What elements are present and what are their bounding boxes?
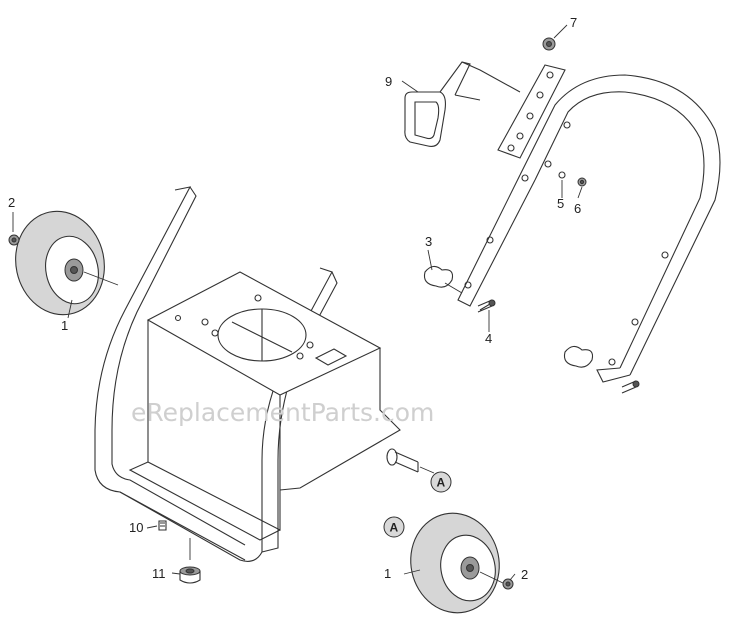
- bolt-10: [158, 520, 167, 531]
- callout-1-left: 1: [61, 318, 68, 333]
- callout-4: 4: [485, 331, 492, 346]
- wheel-left: [15, 210, 119, 316]
- ref-marker-a-axle: A: [430, 471, 452, 493]
- watermark-text: eReplacementParts.com: [131, 398, 434, 427]
- callout-6: 6: [574, 201, 581, 216]
- hose-hook: [404, 61, 521, 147]
- washer-5: [544, 160, 566, 179]
- nut-left: [8, 234, 20, 246]
- nut-right: [502, 578, 514, 590]
- ref-letter-a-wheel: A: [390, 521, 399, 535]
- knob-right: [563, 345, 594, 368]
- nut-6: [577, 177, 587, 187]
- callout-2-left: 2: [8, 195, 15, 210]
- callout-2-right: 2: [521, 567, 528, 582]
- support-bracket: [497, 64, 566, 159]
- knob-7: [542, 37, 556, 51]
- screw-left: [477, 299, 496, 313]
- ref-letter-a-axle: A: [437, 476, 446, 490]
- screw-right: [621, 380, 640, 394]
- callout-5: 5: [557, 196, 564, 211]
- ref-marker-a-wheel: A: [383, 516, 405, 538]
- callout-11: 11: [152, 566, 166, 581]
- callout-7: 7: [570, 15, 577, 30]
- rubber-foot-11: [179, 566, 201, 584]
- wheel-right: [410, 512, 506, 614]
- callout-1-right: 1: [384, 566, 391, 581]
- handle: [457, 74, 721, 383]
- knob-left: [423, 265, 463, 294]
- engine-base-plate: [128, 271, 401, 541]
- callout-9: 9: [385, 74, 392, 89]
- axle-bolt: [386, 448, 435, 474]
- leader-lines: [12, 24, 583, 581]
- callout-10: 10: [129, 520, 143, 535]
- callout-3: 3: [425, 234, 432, 249]
